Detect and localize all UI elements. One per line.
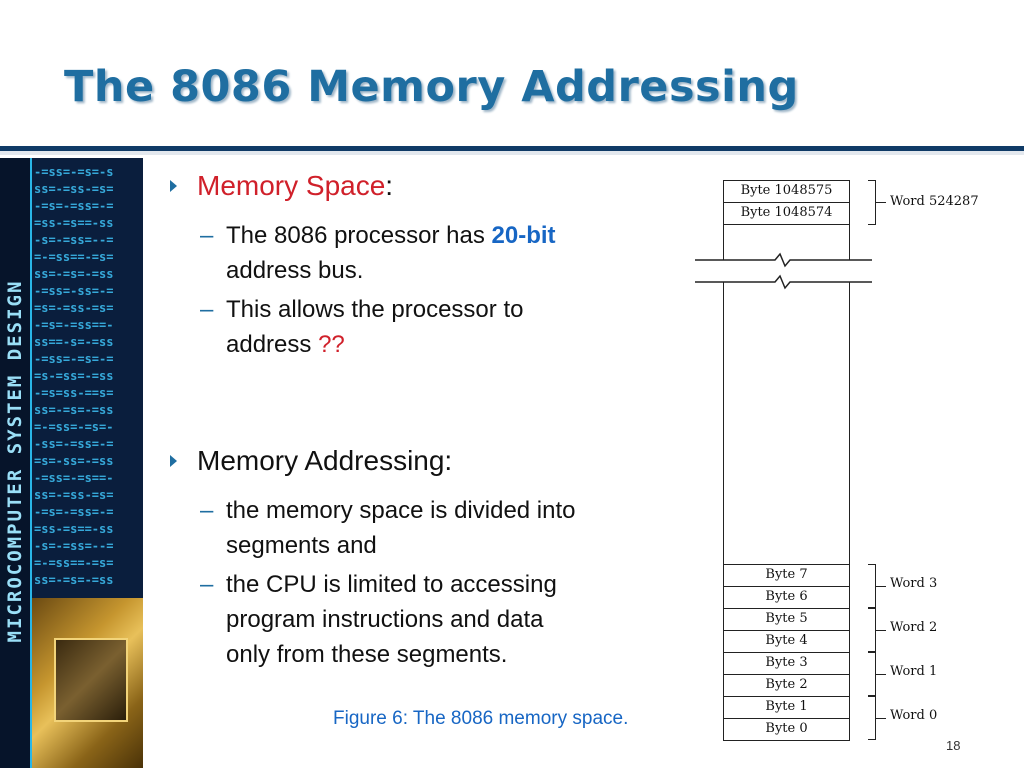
sidebar-brand-strip: MICROCOMPUTER SYSTEM DESIGN [0, 158, 32, 768]
sub-text: The 8086 processor has [226, 222, 492, 249]
byte-cell: Byte 6 [723, 586, 850, 609]
slide-number: 18 [946, 738, 961, 753]
bullet-arrow-icon [170, 180, 177, 192]
sub-text: the CPU is limited to accessing [226, 571, 557, 598]
word-label: Word 3 [890, 576, 938, 591]
sub-text-line2: address [226, 331, 319, 358]
sidebar-binary-pattern: -=ss=-=s=-s ss=-=ss-=s= -=s=-=ss=-= =ss-… [34, 165, 114, 584]
sidebar-brand-text: MICROCOMPUTER SYSTEM DESIGN [4, 279, 26, 643]
word-label: Word 524287 [890, 194, 979, 209]
word-label: Word 0 [890, 708, 938, 723]
sub-highlight: ?? [318, 331, 345, 358]
byte-cell: Byte 0 [723, 718, 850, 741]
sidebar-banner: MICROCOMPUTER SYSTEM DESIGN -=ss=-=s=-s … [0, 158, 143, 768]
word-brace [868, 652, 876, 696]
chip-image [32, 598, 143, 768]
word-label: Word 2 [890, 620, 938, 635]
heading-text: Memory Space [197, 170, 386, 201]
word-brace-tick [876, 202, 886, 203]
byte-cell: Byte 7 [723, 564, 850, 587]
sub-highlight: 20-bit [491, 222, 556, 249]
heading-colon: : [385, 170, 394, 201]
dash-icon: – [200, 571, 214, 598]
memory-column-lower [723, 282, 850, 564]
title-rule [0, 146, 1024, 151]
word-brace [868, 180, 876, 225]
word-label: Word 1 [890, 664, 938, 679]
byte-cell: Byte 4 [723, 630, 850, 653]
dash-icon: – [200, 497, 214, 524]
byte-cell: Byte 2 [723, 674, 850, 697]
dash-icon: – [200, 222, 214, 249]
word-brace [868, 564, 876, 608]
sub-text: This allows the processor to [226, 296, 524, 323]
byte-cell: Byte 5 [723, 608, 850, 631]
figure-caption: Figure 6: The 8086 memory space. [333, 708, 629, 729]
sub-bullet: – The 8086 processor has 20-bit address … [200, 218, 680, 288]
byte-cell: Byte 1 [723, 696, 850, 719]
word-brace-tick [876, 586, 886, 587]
word-brace [868, 696, 876, 740]
bullet-heading: Memory Space: [197, 168, 393, 204]
dash-icon: – [200, 296, 214, 323]
memory-diagram: Byte 1048575 Byte 1048574 Byte 7 Byte 6 … [680, 170, 1010, 741]
sub-text: segments and [226, 532, 377, 559]
memory-column-upper [723, 225, 850, 260]
sub-bullet: – the CPU is limited to accessing progra… [200, 567, 680, 672]
sub-text: only from these segments. [226, 641, 508, 668]
word-brace-tick [876, 674, 886, 675]
chip-core [54, 638, 128, 722]
sub-text-line2: address bus. [226, 257, 364, 284]
bullet-heading: Memory Addressing: [197, 445, 453, 476]
memory-break [695, 252, 872, 290]
byte-cell: Byte 1048575 [723, 180, 850, 203]
word-brace-tick [876, 718, 886, 719]
slide-title: The 8086 Memory Addressing [64, 62, 799, 112]
byte-cell: Byte 1048574 [723, 202, 850, 225]
sub-text: program instructions and data [226, 606, 544, 633]
sub-bullets: – The 8086 processor has 20-bit address … [200, 218, 680, 366]
sub-bullets: – the memory space is divided into segme… [200, 493, 680, 676]
sub-bullet: – This allows the processor to address ?… [200, 292, 680, 362]
bullet-arrow-icon [170, 455, 177, 467]
title-rule-shadow [0, 151, 1024, 155]
byte-cell: Byte 3 [723, 652, 850, 675]
sub-bullet: – the memory space is divided into segme… [200, 493, 680, 563]
sub-text: the memory space is divided into [226, 497, 576, 524]
word-brace-tick [876, 630, 886, 631]
word-brace [868, 608, 876, 652]
